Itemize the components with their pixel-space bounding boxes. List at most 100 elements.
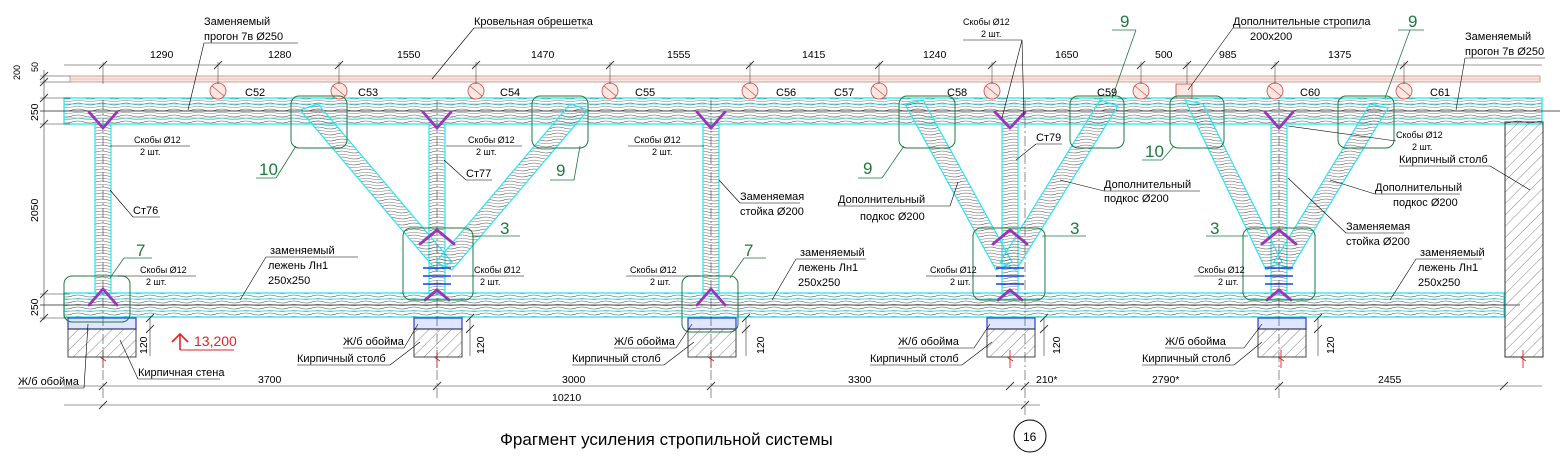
bottom-dim-1: 3700: [258, 374, 282, 386]
add-brace-b-2: подкос Ø200: [1104, 193, 1169, 205]
bottom-dim-6: 2455: [1378, 374, 1402, 386]
title-text: Фрагмент усиления стропильной системы: [500, 430, 833, 449]
rc-casing-d: Ж/б обойма: [1165, 336, 1227, 348]
brackets-c-1: Скобы Ø12: [634, 135, 681, 145]
rc-casing-b: Ж/б обойма: [614, 336, 676, 348]
rc-casing-left: Ж/б обойма: [18, 376, 80, 388]
rafter-label-c58: С58: [947, 87, 967, 99]
rafter-label-c56: С56: [776, 87, 796, 99]
sill-c-2: лежень Лн1: [1418, 262, 1478, 274]
sill-b-1: заменяемый: [800, 247, 865, 259]
callout-9-top: 9: [1120, 12, 1129, 31]
sill-a-2: лежень Лн1: [268, 260, 328, 272]
rafter-c60: [1266, 82, 1284, 100]
add-brace-b-1: Дополнительный: [1104, 179, 1191, 191]
elevation-mark: 13,200: [171, 332, 237, 351]
foundation-5: [1257, 317, 1307, 358]
sill-c-1: заменяемый: [1420, 247, 1485, 259]
right-brick-pillar: [1504, 121, 1544, 358]
brackets-i-1: Скобы Ø12: [1198, 265, 1245, 275]
elevation-value: 13,200: [194, 333, 237, 349]
brackets-e-2: 2 шт.: [146, 277, 166, 287]
dim-120-a: 120: [475, 336, 487, 354]
rafter-c59: [1132, 82, 1150, 100]
braces: [298, 99, 1389, 271]
foundation-120-dims: 120 120 120 120: [465, 313, 1337, 356]
brackets-top-2: 2 шт.: [981, 29, 1001, 39]
brackets-f-1: Скобы Ø12: [474, 265, 521, 275]
dim-120-d: 120: [1325, 336, 1337, 354]
callout-numbers: 7 10 9 3 7 9 9 3 10 9 3: [109, 12, 1424, 279]
add-brace-c-2: подкос Ø200: [1393, 197, 1458, 209]
brick-wall-label: Кирпичная стена: [138, 367, 225, 379]
rafter-c61: [1395, 82, 1413, 100]
brackets-d-1: Скобы Ø12: [1396, 130, 1443, 140]
brackets-g-2: 2 шт.: [650, 277, 670, 287]
callout-boxes: [63, 95, 1395, 333]
rc-casing-c: Ж/б обойма: [898, 336, 960, 348]
purlin-tl-line1: Заменяемый: [204, 16, 270, 28]
brackets-h-1: Скобы Ø12: [930, 265, 977, 275]
left-dim-250-bot: 250: [29, 298, 41, 316]
bottom-dim-3: 3300: [848, 374, 872, 386]
brackets-c-2: 2 шт.: [652, 147, 672, 157]
roof-batten: [69, 75, 1541, 83]
brick-pillar-a: Кирпичный столб: [297, 353, 386, 365]
rafter-label-c61: С61: [1430, 87, 1450, 99]
left-dim-120: 120: [138, 336, 150, 354]
rafter-label-c52: С52: [245, 87, 265, 99]
callout-3-mid: 3: [1070, 219, 1079, 238]
add-brace-a-2: подкос Ø200: [860, 211, 925, 223]
bottom-sill: [40, 292, 1520, 318]
brick-pillar-d: Кирпичный столб: [1142, 353, 1231, 365]
callout-7-mid: 7: [744, 241, 753, 260]
brackets-g-1: Скобы Ø12: [630, 265, 677, 275]
rafter-label-c54: С54: [500, 87, 520, 99]
bottom-dim-4: 210*: [1036, 374, 1058, 386]
sill-a-1: заменяемый: [270, 245, 335, 257]
sheet-number: 16: [1023, 430, 1037, 444]
brackets-d-2: 2 шт.: [1412, 142, 1432, 152]
replaced-post-mid-2: стойка Ø200: [740, 206, 804, 218]
callout-3-left: 3: [500, 219, 509, 238]
foundation-1: [67, 317, 137, 358]
top-dim-10: 985: [1219, 49, 1237, 61]
foundation-2: [413, 317, 463, 358]
dim-120-c: 120: [1051, 336, 1063, 354]
brackets-e-1: Скобы Ø12: [140, 265, 187, 275]
total-dim: 10210: [552, 392, 581, 404]
sill-b-3: 250x250: [798, 277, 840, 289]
top-dim-8: 1650: [1055, 49, 1079, 61]
top-dim-4: 1470: [531, 49, 555, 61]
callout-9-right: 9: [1408, 12, 1417, 31]
sill-b-2: лежень Лн1: [798, 262, 858, 274]
callout-9-mid-left: 9: [863, 159, 872, 178]
brackets: [87, 110, 1298, 307]
callout-9-left: 9: [556, 161, 565, 180]
foundations: [67, 317, 1527, 368]
left-dim-2050: 2050: [29, 198, 41, 222]
left-dim-50: 50: [30, 62, 40, 72]
rafter-label-c55: С55: [635, 87, 655, 99]
callout-10-right: 10: [1145, 142, 1164, 161]
dim-120-b: 120: [755, 336, 767, 354]
rafter-c54: [467, 82, 485, 100]
brick-pillar-right: Кирпичный столб: [1399, 154, 1488, 166]
add-rafters-2: 200x200: [1250, 31, 1292, 43]
rc-casing-a: Ж/б обойма: [343, 336, 405, 348]
brackets-f-2: 2 шт.: [480, 277, 500, 287]
brackets-h-2: 2 шт.: [950, 277, 970, 287]
foundation-4: [986, 317, 1036, 358]
rafter-c56: [741, 82, 759, 100]
callout-7-left: 7: [136, 241, 145, 260]
top-dimension-chain: 1290 1280 1550 1470 1555 1415 1240 1650 …: [64, 49, 1542, 84]
top-purlin: [40, 97, 1560, 125]
brick-pillar-b: Кирпичный столб: [572, 353, 661, 365]
sill-a-3: 250x250: [268, 275, 310, 287]
bottom-dim-5: 2790*: [1152, 374, 1179, 386]
rafter-c52: [209, 82, 227, 100]
top-dim-6: 1415: [802, 49, 826, 61]
left-dimension-chain: 200 50 250 2050 250 120: [12, 62, 155, 356]
add-brace-a-1: Дополнительный: [838, 194, 925, 206]
rafter-c55: [601, 82, 619, 100]
